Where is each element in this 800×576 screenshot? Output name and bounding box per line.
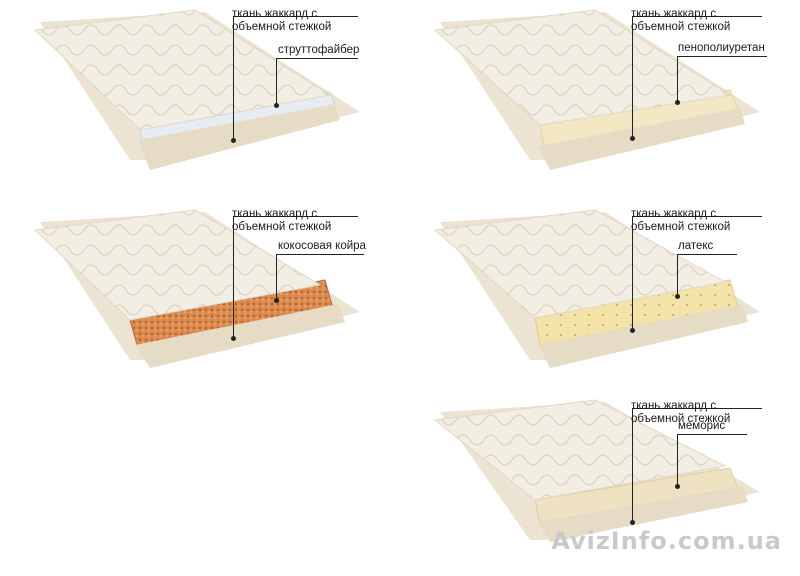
mattress-illustration (33, 9, 360, 170)
core-label: пенополиуретан (678, 42, 765, 54)
mattress-panel-latex: ткань жаккард с объемной стежкой латекс (400, 200, 800, 386)
mattress-panel-memory: ткань жаккард с объемной стежкой мемориc (400, 390, 800, 576)
watermark-text: AvizInfo.com.ua (551, 527, 782, 555)
fabric-label: ткань жаккард с объемной стежкой (631, 208, 731, 233)
fabric-label: ткань жаккард с объемной стежкой (232, 208, 332, 233)
mattress-panel-ppu: ткань жаккард с объемной стежкой пенопол… (400, 0, 800, 186)
core-label: струттофайбер (278, 44, 360, 56)
core-label: мемориc (678, 420, 726, 432)
core-label: кокосовая койра (278, 240, 366, 252)
fabric-label: ткань жаккард с объемной стежкой (631, 400, 731, 425)
fabric-label: ткань жаккард с объемной стежкой (631, 8, 731, 33)
core-label: латекс (678, 240, 714, 252)
mattress-illustration (433, 209, 760, 368)
mattress-illustration (433, 399, 760, 542)
mattress-illustration (33, 209, 360, 368)
mattress-panel-coir: ткань жаккард с объемной стежкой кокосов… (0, 200, 400, 386)
mattress-illustration (433, 9, 760, 170)
fabric-label: ткань жаккард с объемной стежкой (232, 8, 332, 33)
mattress-panel-strutto: ткань жаккард с объемной стежкой струтто… (0, 0, 400, 186)
